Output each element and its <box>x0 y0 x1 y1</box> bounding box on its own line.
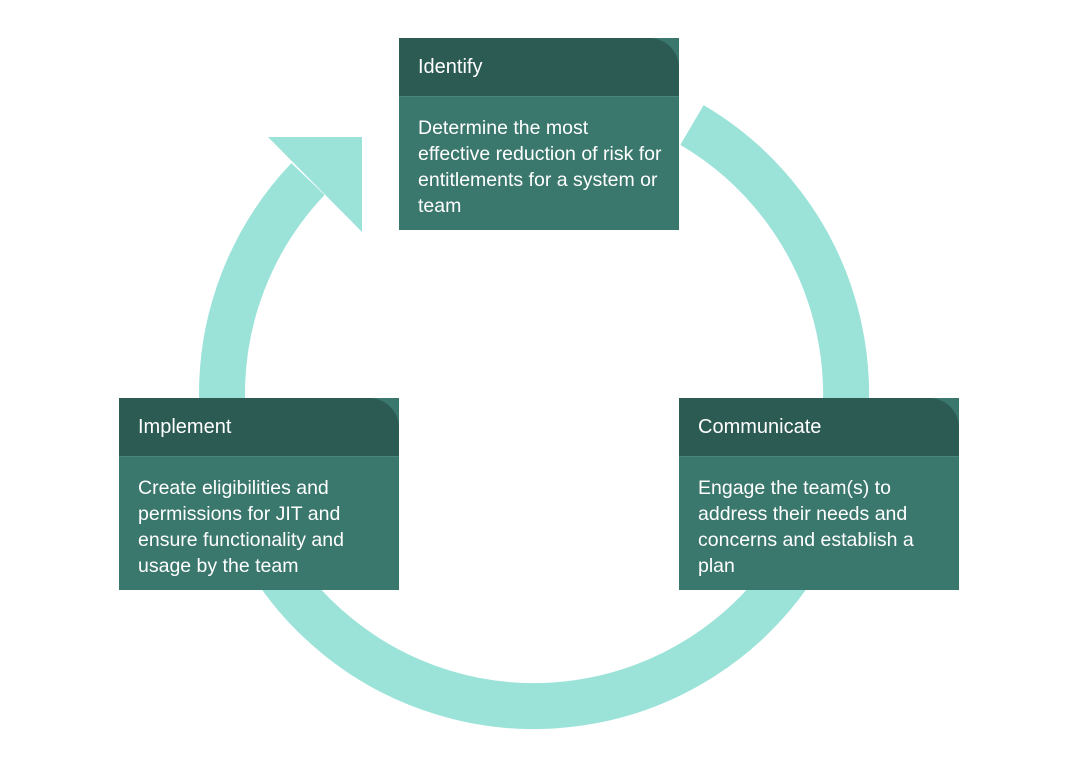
step-card-identify: Identify Determine the most effective re… <box>399 38 679 230</box>
step-description-implement: Create eligibilities and permissions for… <box>138 477 344 577</box>
step-card-communicate: Communicate Engage the team(s) to addres… <box>679 398 959 590</box>
step-description-identify: Determine the most effective reduction o… <box>418 117 662 217</box>
step-title-identify: Identify <box>399 38 679 97</box>
step-title-implement: Implement <box>119 398 399 457</box>
step-card-implement: Implement Create eligibilities and permi… <box>119 398 399 590</box>
step-description-communicate: Engage the team(s) to address their need… <box>698 477 914 577</box>
step-title-communicate: Communicate <box>679 398 959 457</box>
cycle-arrow-head <box>268 137 362 232</box>
